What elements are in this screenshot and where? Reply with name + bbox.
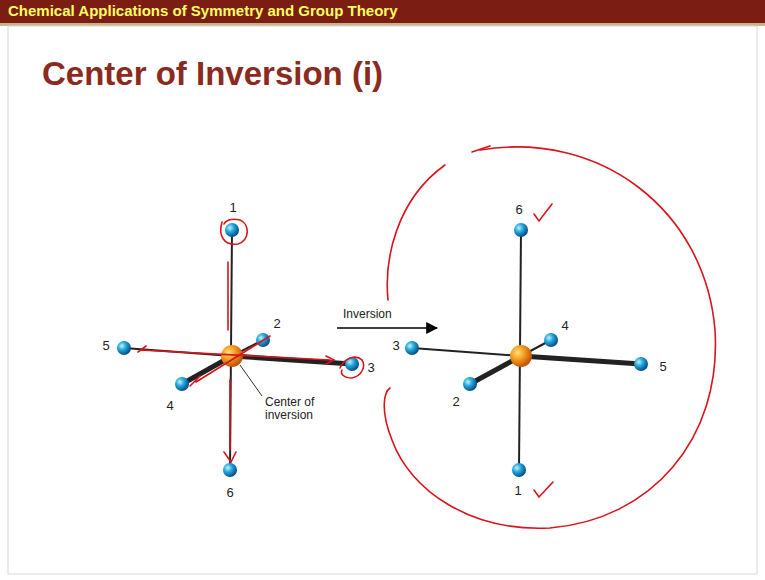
atom-number: 5 [101,339,110,353]
atom-number: 3 [391,339,400,353]
atom-number: 6 [514,203,523,217]
atom-number: 2 [451,395,460,409]
inversion-arrow [337,327,437,329]
atom-number: 4 [560,319,569,333]
atom-number: 6 [225,486,234,500]
atom-number: 2 [272,317,281,331]
leader-line [240,365,262,396]
arrow-label: Inversion [342,308,393,321]
slide-title: Center of Inversion (i) [42,56,383,92]
slide-frame [8,26,757,574]
center-label: Center of inversion [264,396,336,422]
handwritten-annotation [138,146,715,528]
header-bar [0,0,765,23]
octahedral-molecule-right [405,223,648,477]
atom-number: 1 [513,484,522,498]
header-text: Chemical Applications of Symmetry and Gr… [8,3,398,20]
atom-number: 1 [228,201,237,215]
atom-number: 5 [658,360,667,374]
atom-number: 4 [165,399,174,413]
atom-number: 3 [366,361,375,375]
octahedral-molecule-left [117,223,359,477]
